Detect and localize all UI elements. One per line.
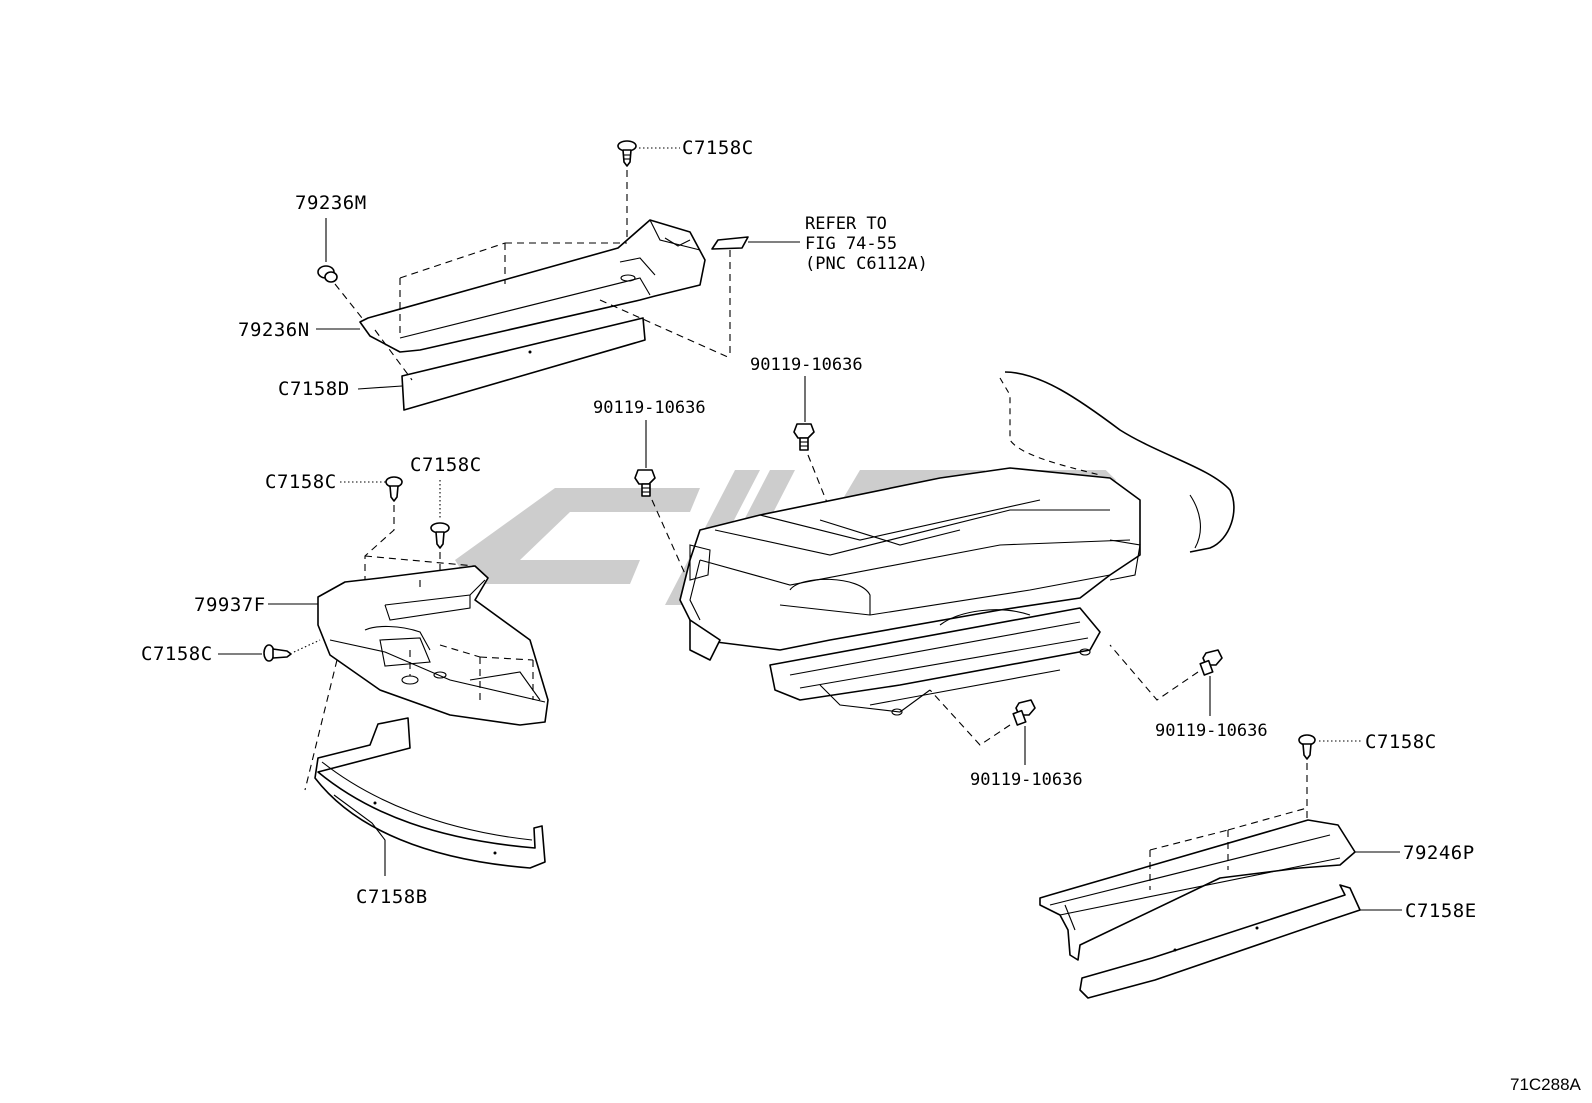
dashline-bolt-b bbox=[651, 499, 691, 586]
clip-c7158c-mid-right[interactable] bbox=[430, 522, 450, 549]
dashline-c7158c-side bbox=[293, 639, 321, 653]
leader-c7158b bbox=[333, 794, 386, 876]
label-c7158d[interactable]: C7158D bbox=[278, 378, 350, 400]
label-79236n[interactable]: 79236N bbox=[238, 319, 310, 341]
strip-c7158b[interactable] bbox=[314, 717, 546, 869]
figure-id: 71C288A bbox=[1510, 1075, 1582, 1094]
label-refer-line2[interactable]: FIG 74-55 bbox=[805, 234, 897, 254]
strip-c7158d[interactable] bbox=[401, 317, 646, 411]
bolt-90119-d[interactable] bbox=[1012, 699, 1036, 726]
dashline-79236m bbox=[334, 283, 363, 319]
label-refer-line1[interactable]: REFER TO bbox=[805, 214, 887, 234]
label-c7158c-top[interactable]: C7158C bbox=[682, 137, 754, 159]
label-c7158c-right[interactable]: C7158C bbox=[1365, 731, 1437, 753]
clip-c7158c-side[interactable] bbox=[263, 644, 292, 662]
label-bolt-a[interactable]: 90119-10636 bbox=[750, 355, 863, 375]
label-c7158e[interactable]: C7158E bbox=[1405, 900, 1477, 922]
clip-c7158c-mid-left[interactable] bbox=[385, 476, 403, 502]
refer-fig-part bbox=[711, 236, 749, 250]
label-c7158c-mid-right[interactable]: C7158C bbox=[410, 454, 482, 476]
dashline-bolt-d bbox=[929, 689, 1011, 746]
label-refer-line3[interactable]: (PNC C6112A) bbox=[805, 254, 928, 274]
dashline-c7158c-mid-left bbox=[364, 505, 395, 612]
label-bolt-c[interactable]: 90119-10636 bbox=[1155, 721, 1268, 741]
bolt-90119-c[interactable] bbox=[1199, 649, 1223, 676]
panel-79246p[interactable] bbox=[1039, 807, 1356, 961]
label-79236m[interactable]: 79236M bbox=[295, 192, 367, 214]
label-79246p[interactable]: 79246P bbox=[1403, 842, 1475, 864]
clip-c7158c-right[interactable] bbox=[1298, 734, 1316, 760]
bolt-90119-b[interactable] bbox=[634, 469, 656, 497]
dashline-bolt-c bbox=[1109, 644, 1199, 701]
label-c7158b[interactable]: C7158B bbox=[356, 886, 428, 908]
dashline-c7158d bbox=[374, 329, 413, 381]
leader-c7158d bbox=[357, 385, 403, 390]
panel-79937f[interactable] bbox=[317, 555, 549, 726]
label-c7158c-mid-left[interactable]: C7158C bbox=[265, 471, 337, 493]
label-79937f[interactable]: 79937F bbox=[194, 594, 266, 616]
seat-cushion-frame[interactable] bbox=[679, 371, 1235, 716]
clip-c7158c-top[interactable] bbox=[617, 140, 637, 167]
label-bolt-d[interactable]: 90119-10636 bbox=[970, 770, 1083, 790]
dashline-c7158b bbox=[304, 659, 338, 791]
bolt-90119-a[interactable] bbox=[793, 423, 815, 451]
clip-79236m[interactable] bbox=[317, 265, 338, 283]
panel-79236n[interactable] bbox=[359, 219, 706, 353]
label-c7158c-side[interactable]: C7158C bbox=[141, 643, 213, 665]
label-bolt-b[interactable]: 90119-10636 bbox=[593, 398, 706, 418]
